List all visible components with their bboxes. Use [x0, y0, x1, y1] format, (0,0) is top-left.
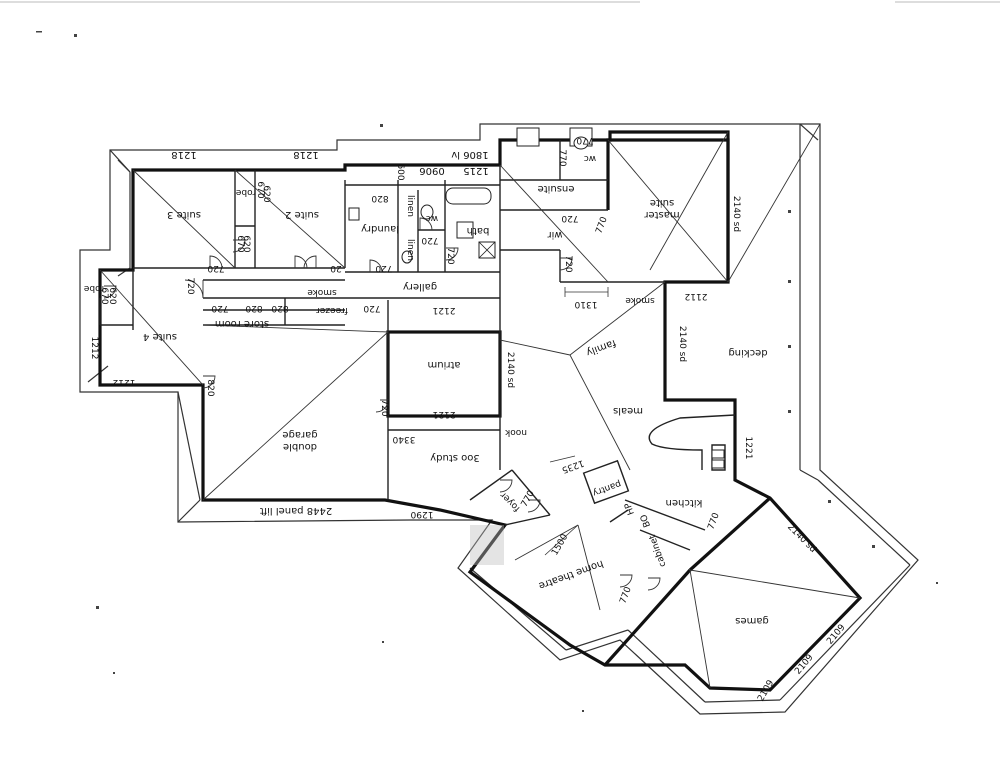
dim-1221: 1221	[743, 437, 753, 460]
label-linen-2: linen	[405, 239, 415, 261]
label-wc-a: wc	[426, 213, 438, 223]
label-garage: garage	[282, 429, 317, 440]
dim-620b: 620	[241, 235, 251, 252]
label-suite-4: suite 4	[143, 331, 177, 342]
dim-770e: 770	[618, 585, 633, 605]
dim-1500: 1500	[550, 532, 570, 557]
dim-770b: 770	[576, 135, 593, 145]
dim-770a: 770	[557, 149, 567, 166]
dim-2121a: 2121	[433, 305, 456, 315]
dim-770d: 770	[520, 489, 537, 509]
dim-1290: 1290	[410, 509, 433, 519]
label-store-room: store room	[215, 318, 269, 329]
dim-720a: 720	[211, 303, 228, 313]
scan-marks	[0, 1, 1000, 712]
dim-670b: 670	[235, 235, 245, 252]
label-nook: nook	[504, 427, 527, 437]
decking-posts	[788, 210, 875, 548]
label-atrium: atrium	[427, 359, 460, 370]
dim-770c: 770	[594, 215, 609, 235]
dim-0906: 0906	[419, 165, 444, 176]
label-hp: HP	[623, 501, 637, 516]
label-bath: bath	[467, 225, 490, 236]
roof-outline	[79, 123, 919, 715]
label-smoke-a: smoke	[307, 287, 337, 297]
label-master-2: suite	[650, 197, 674, 208]
dim-720e: 720	[421, 235, 438, 245]
dim-770f: 770	[706, 511, 721, 531]
dim-2140sd-b: 2140 sd	[677, 326, 687, 362]
external-walls	[98, 130, 863, 692]
label-linen: linen	[405, 195, 415, 217]
label-study: 3oo study	[430, 452, 480, 463]
dimension-labels: 1218 1218 1806 lv 1215 0906 600 820 820 …	[89, 135, 848, 703]
label-freezer: freezer	[316, 305, 348, 315]
label-wc-b: wc	[584, 153, 596, 163]
label-meals: meals	[613, 405, 643, 416]
dim-2121b: 2121	[433, 409, 456, 419]
dim-820c: 820	[271, 303, 288, 313]
label-home-theatre: home theatre	[537, 558, 605, 592]
dim-720b: 720	[185, 277, 195, 294]
label-robe-b: robe	[83, 283, 104, 293]
dim-2109a: 2109	[825, 623, 848, 647]
label-kitchen: kitchen	[666, 497, 703, 508]
dim-820d: 820	[205, 379, 215, 396]
dim-720c: 720	[207, 263, 224, 273]
dim-670c: 670	[99, 287, 109, 304]
label-laundry: laundry	[361, 223, 399, 234]
dim-2140sd-c: 2140 sd	[505, 352, 515, 388]
dim-720f: 720	[445, 247, 455, 264]
label-suite-2: suite 2	[285, 209, 319, 220]
dim-720i: 720	[561, 213, 578, 223]
label-decking: decking	[728, 347, 767, 358]
dim-820a: 820	[371, 193, 388, 203]
dim-600: 600	[395, 163, 405, 180]
dim-1218a: 1218	[171, 149, 196, 160]
dim-20: 20	[330, 263, 342, 273]
label-wir: wir	[547, 229, 563, 240]
door-swings	[103, 217, 661, 591]
dim-1310: 1310	[574, 299, 597, 309]
label-suite-3: suite 3	[167, 209, 201, 220]
dim-1215: 1215	[463, 165, 488, 176]
dim-720j: 720	[563, 255, 573, 272]
label-smoke-b: smoke	[625, 295, 655, 305]
label-robe-a: robe	[235, 187, 256, 197]
dim-1212b: 1212	[113, 377, 136, 387]
label-double: double	[283, 441, 317, 452]
dimension-lines	[544, 287, 609, 556]
dim-820b: 820	[245, 303, 262, 313]
dim-2448: 2448 panel lift	[260, 505, 332, 516]
label-master-1: master	[643, 209, 679, 220]
dim-620c: 620	[107, 287, 117, 304]
roof-ridges	[99, 123, 861, 689]
dim-720g: 720	[363, 303, 380, 313]
fixtures	[348, 127, 725, 565]
dim-2112: 2112	[685, 291, 708, 301]
dim-1218b: 1218	[293, 149, 318, 160]
label-foyer: foyer	[499, 489, 523, 513]
dim-1235: 1235	[560, 457, 585, 474]
label-ensuite: ensuite	[538, 183, 575, 194]
dim-620a: 620	[261, 185, 271, 202]
internal-walls	[99, 140, 736, 551]
dim-2140sd-d: 2140 sd	[785, 522, 818, 555]
dim-2140sd-a: 2140 sd	[731, 196, 741, 232]
dim-3340: 3340	[392, 434, 415, 444]
label-cabinet: cabinet	[648, 533, 669, 568]
dim-720d: 720	[375, 263, 392, 273]
label-gallery: gallery	[403, 281, 437, 292]
dim-670a: 670	[255, 181, 265, 198]
dim-1806: 1806 lv	[451, 149, 488, 160]
dim-1212a: 1212	[89, 337, 99, 360]
dim-720h: 720	[379, 399, 389, 416]
label-bo: BO	[639, 513, 653, 529]
label-games: games	[735, 615, 769, 626]
